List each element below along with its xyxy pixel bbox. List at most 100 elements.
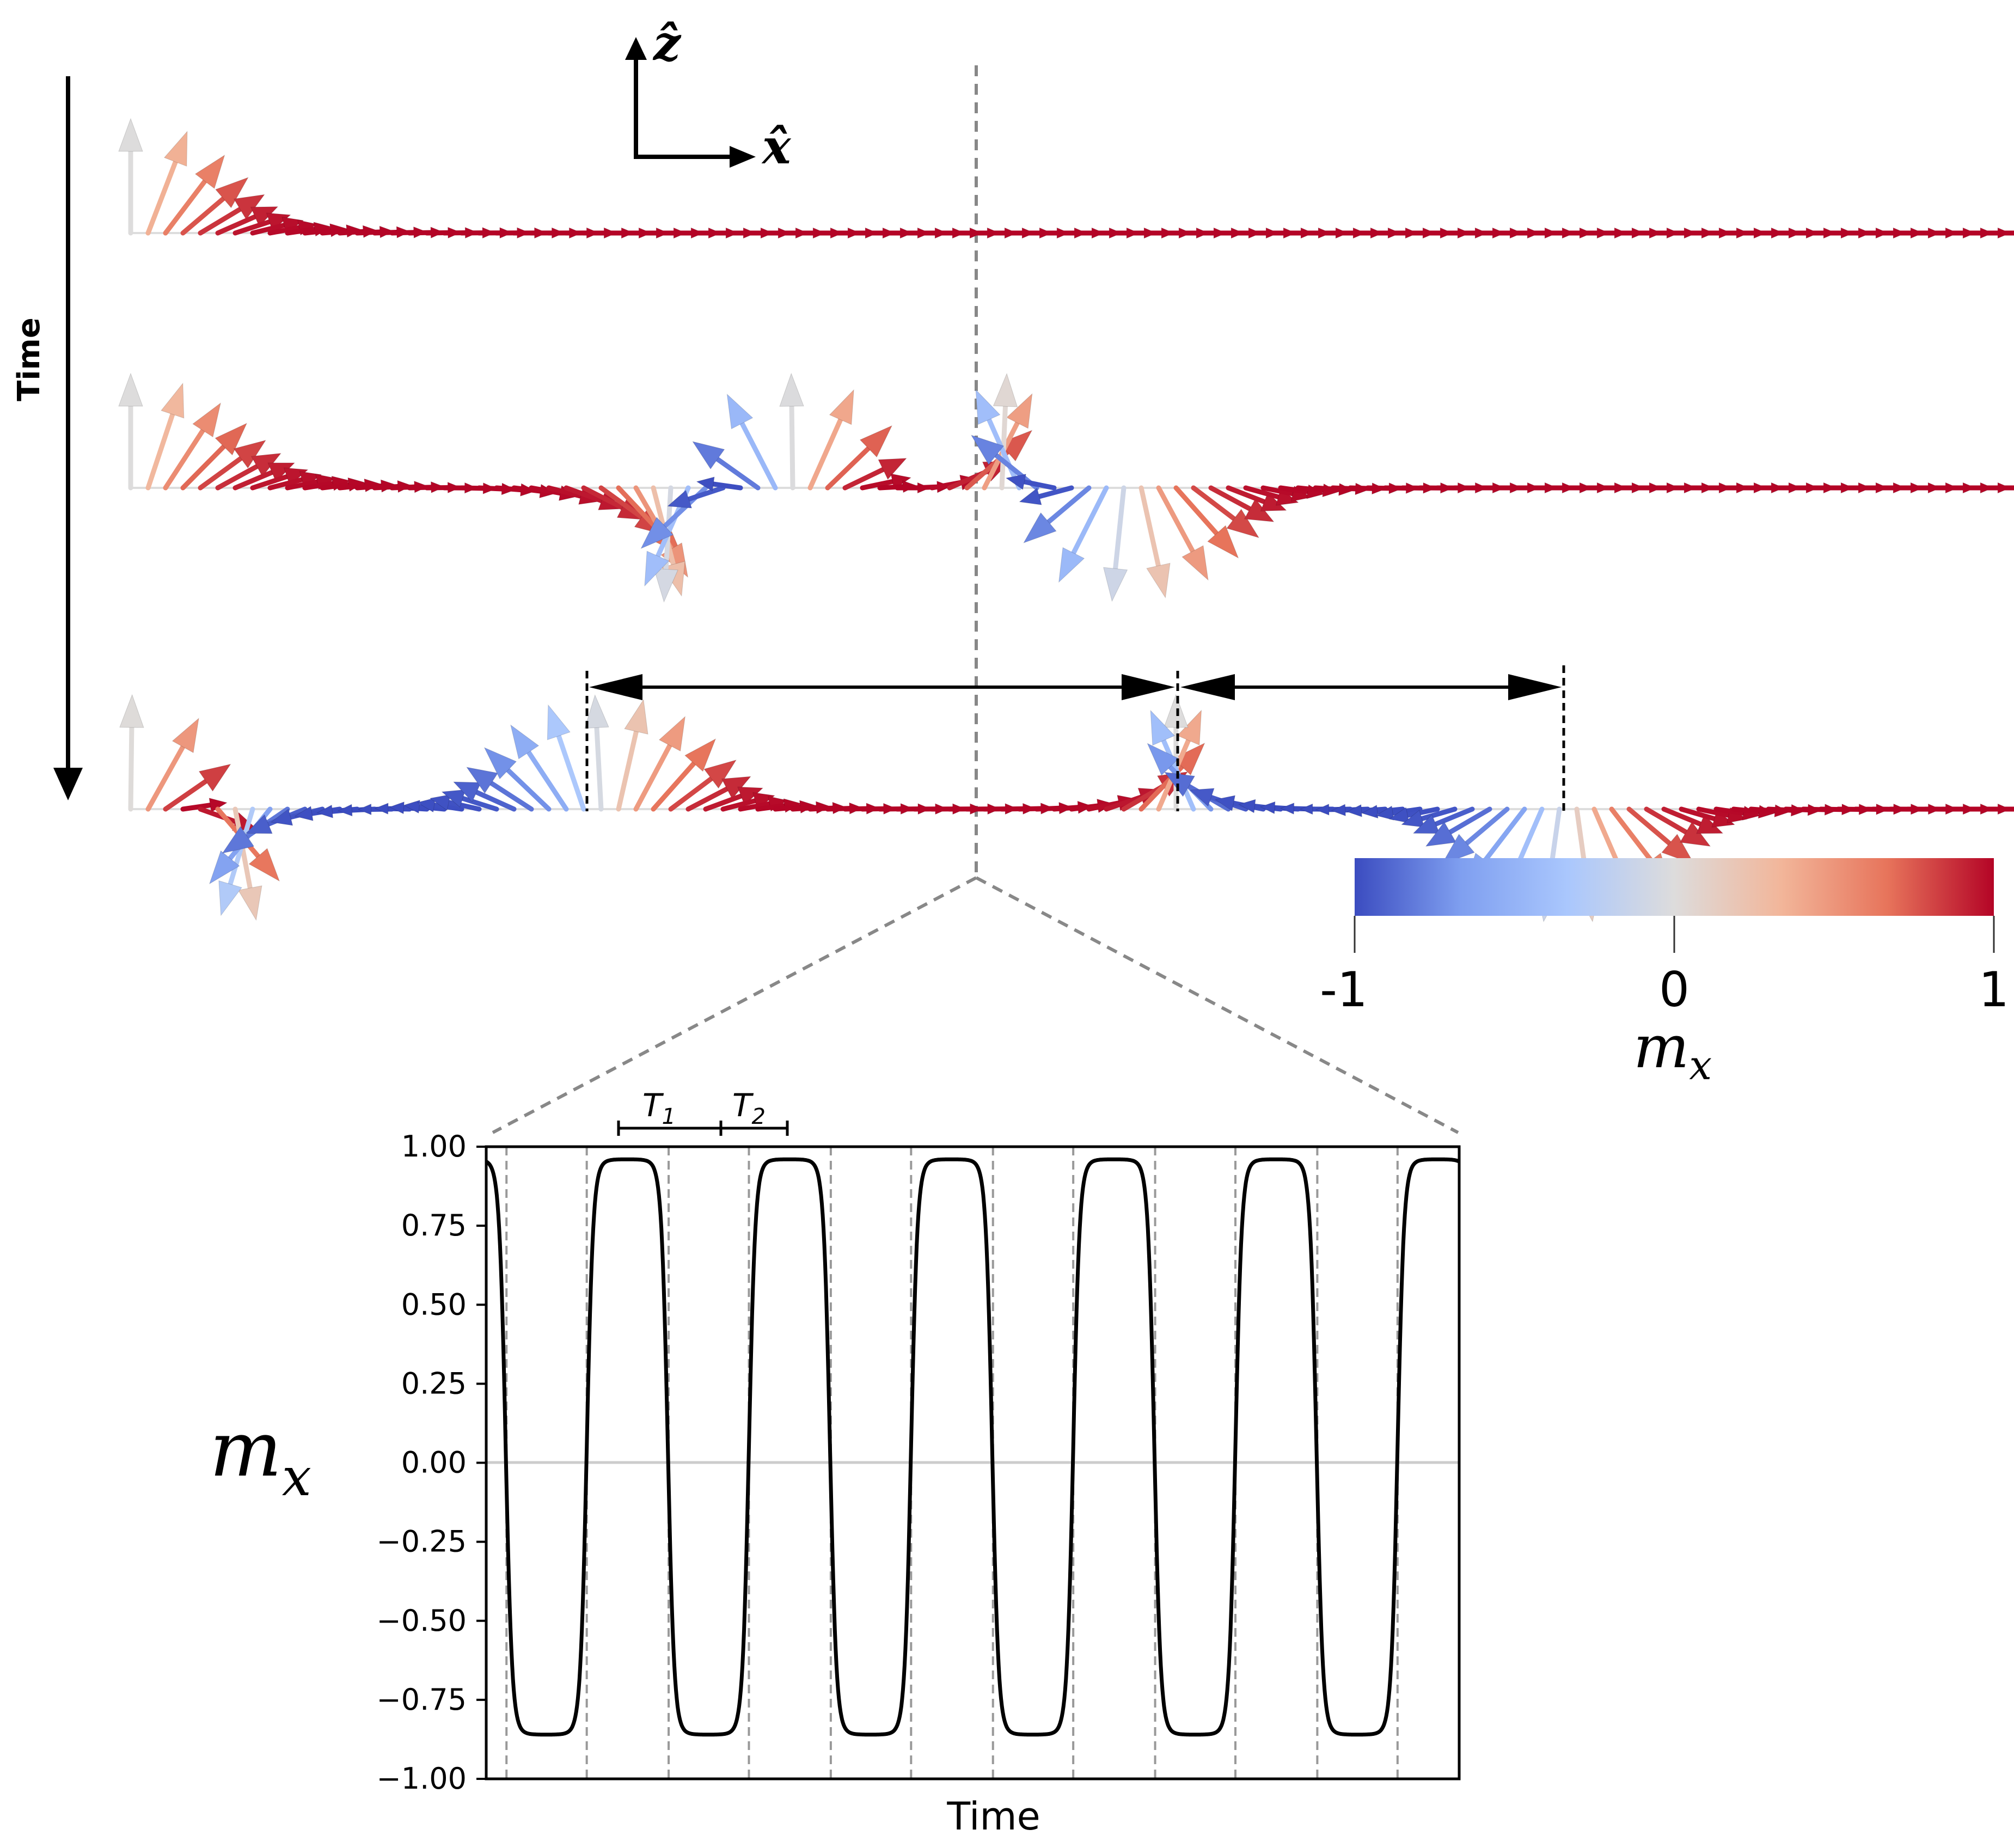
spin-arrow-head: [1679, 821, 1711, 847]
spin-arrow-shaft: [1138, 485, 1161, 568]
spin-arrow-shaft: [1037, 485, 1074, 499]
y-tick-label: −1.00: [377, 1761, 467, 1796]
spin-arrow-head: [703, 760, 737, 789]
period-label-t2: T2: [732, 1087, 766, 1129]
spin-arrow-head: [403, 799, 420, 814]
spin-arrow-shaft: [1483, 806, 1527, 863]
spin-arrow-head: [1361, 804, 1379, 819]
spin-arrow-head: [161, 382, 185, 419]
z-axis-label: ẑ: [652, 15, 682, 71]
spin-arrow-head: [119, 694, 144, 728]
colorbar-tick-min: -1: [1320, 962, 1368, 1018]
y-tick-label: 1.00: [401, 1129, 467, 1164]
y-tick-label: 0.00: [401, 1446, 467, 1480]
colorbar-tick-mid: 0: [1659, 962, 1689, 1018]
spin-arrow-shaft: [685, 786, 730, 812]
spin-arrow-shaft: [474, 790, 517, 812]
spin-arrow-shaft: [250, 223, 287, 236]
y-tick-label: −0.50: [377, 1604, 467, 1638]
spin-arrow-head: [1238, 799, 1256, 813]
y-axis-title: mx: [210, 1405, 311, 1508]
y-tick-label: 0.25: [401, 1366, 467, 1400]
spin-arrow-shaft: [163, 428, 206, 491]
spin-arrow-head: [1164, 694, 1189, 728]
spin-arrow-head: [218, 880, 242, 916]
spin-arrow-shaft: [703, 793, 744, 812]
spin-arrow-shaft: [232, 219, 272, 236]
spin-arrow-shaft: [128, 725, 134, 812]
spin-arrow-head: [163, 131, 188, 167]
spin-arrow-shaft: [460, 796, 499, 812]
x-axis-title: Time: [946, 1794, 1040, 1839]
spin-arrow-head: [667, 489, 693, 509]
spin-arrow-shaft: [250, 474, 290, 491]
spin-arrow-head: [1346, 804, 1362, 817]
spin-arrow-head: [644, 550, 670, 587]
spin-arrow-head: [653, 568, 678, 603]
spin-arrow-head: [1146, 562, 1171, 599]
spin-arrow-shaft: [529, 485, 563, 496]
spin-arrow-head: [466, 767, 499, 794]
spin-arrow-head: [779, 372, 804, 407]
spin-arrow-shaft: [755, 803, 787, 812]
mx-series-line: [485, 1157, 1460, 1737]
spin-arrow-head: [1164, 772, 1196, 797]
spin-arrow-shaft: [1419, 806, 1458, 822]
spin-arrow-head: [374, 803, 389, 815]
spin-arrow-shaft: [1464, 806, 1510, 846]
spin-arrow-head: [198, 763, 231, 792]
spin-arrow-head: [1226, 509, 1260, 539]
spin-arrow-head: [209, 850, 240, 885]
spin-arrow-shaft: [145, 412, 175, 491]
spin-arrow-head: [510, 724, 540, 760]
spin-arrow-shaft: [285, 479, 320, 491]
spin-arrow-shaft: [616, 729, 639, 812]
spin-arrow-head: [1412, 814, 1440, 834]
spin-arrow-head: [726, 393, 754, 430]
spin-arrow-shaft: [267, 225, 302, 236]
spin-arrow-head: [1019, 487, 1042, 505]
spin-arrow-head: [441, 789, 466, 808]
spin-arrow-head: [1388, 807, 1410, 824]
spin-arrow-shaft: [1713, 806, 1746, 816]
spin-arrow-shaft: [1191, 485, 1236, 522]
spin-arrow-shaft: [1447, 806, 1492, 835]
y-tick-label: 0.50: [401, 1287, 467, 1321]
spin-arrow-shaft: [198, 456, 243, 491]
spin-arrow-head: [194, 154, 225, 189]
x-axis-label: x̂: [761, 118, 792, 175]
y-tick-label: −0.75: [377, 1682, 467, 1717]
spin-arrow-head: [233, 194, 265, 220]
spin-arrow-head: [237, 885, 262, 921]
spin-arrow-shaft: [581, 485, 625, 510]
spin-arrow-shaft: [1071, 485, 1109, 556]
spin-arrow-head: [248, 848, 280, 882]
spin-arrow-head: [684, 738, 717, 772]
spin-arrow-head: [1207, 525, 1239, 559]
spin-arrow-head: [215, 423, 248, 456]
spin-arrow-shaft: [180, 803, 213, 812]
spin-arrow-shaft: [564, 485, 604, 504]
spin-arrow-shaft: [807, 417, 843, 491]
spin-arrow-shaft: [1626, 806, 1672, 846]
spacing-markers: [585, 665, 1565, 811]
spin-arrow-head: [417, 797, 436, 813]
spin-arrow-head: [1189, 788, 1215, 807]
spin-arrow-shaft: [145, 744, 186, 812]
period-label-t1: T1: [642, 1087, 676, 1129]
spin-arrow-shaft: [720, 798, 758, 812]
spin-arrow-head: [1182, 545, 1209, 581]
colorbar-label: mx: [1633, 1013, 1712, 1089]
spin-arrow-shaft: [715, 456, 761, 491]
time-arrow-label: Time: [11, 317, 47, 401]
spin-arrow-head: [993, 372, 1018, 407]
spin-arrow-head: [1214, 795, 1236, 811]
spin-arrow-head: [878, 458, 907, 480]
spin-arrow-head: [452, 781, 482, 803]
colorbar-tick-max: 1: [1979, 962, 2009, 1018]
zoom-lines: [492, 876, 1459, 1134]
spin-arrow-shaft: [1644, 806, 1689, 835]
spin-arrow-head: [1259, 801, 1276, 815]
spin-arrow-head: [999, 430, 1033, 462]
y-tick-label: 0.75: [401, 1208, 467, 1243]
